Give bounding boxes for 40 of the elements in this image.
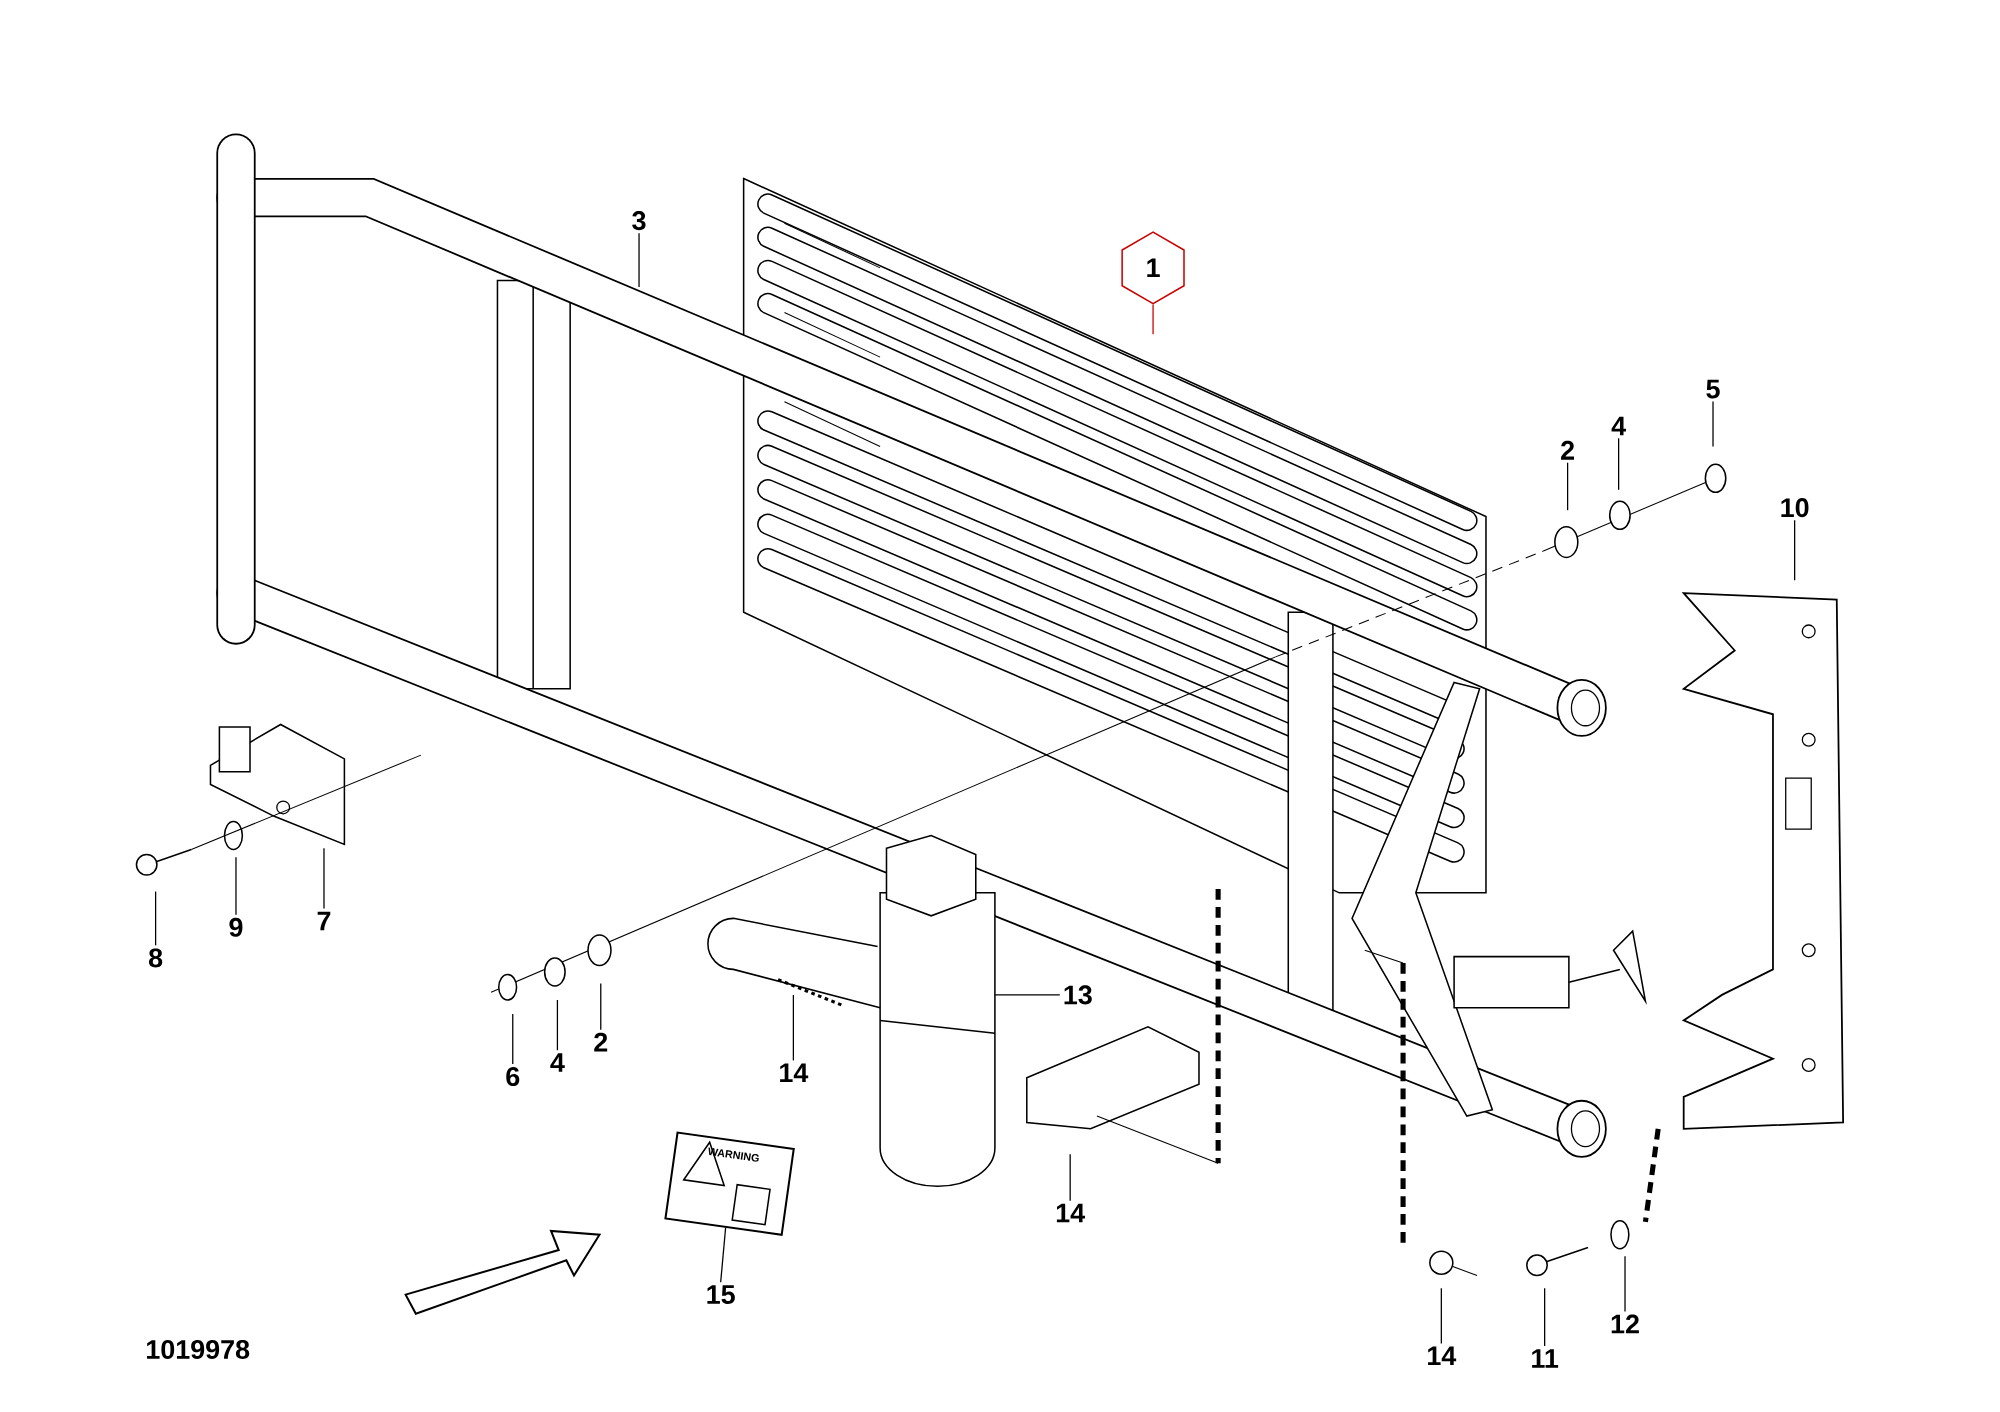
leader-line	[1794, 519, 1796, 581]
leader-line	[600, 982, 602, 1031]
warning-decal: WARNING	[664, 1131, 795, 1236]
leader-line	[323, 847, 325, 910]
callout-number: 4	[1608, 414, 1629, 438]
leader-line	[1566, 462, 1569, 511]
callout-number: 6	[502, 1064, 523, 1089]
callout-number: 8	[145, 945, 166, 971]
leader-line	[155, 890, 157, 946]
leader-line	[994, 994, 1061, 996]
leader-line	[1544, 1287, 1546, 1347]
leader-line	[556, 999, 559, 1051]
callout-number: 2	[1557, 438, 1578, 463]
callout-number: 15	[703, 1282, 739, 1307]
callout-number: 5	[1702, 376, 1724, 402]
leader-line	[638, 232, 640, 288]
leader-line	[1440, 1287, 1442, 1345]
leader-line	[1624, 1255, 1626, 1313]
drawing-number: 1019978	[147, 1340, 250, 1359]
callout-number: 9	[225, 915, 247, 940]
leader-line	[792, 994, 794, 1062]
callout-number: 14	[1052, 1201, 1088, 1225]
leader-line	[235, 856, 237, 916]
leader-line	[1069, 1153, 1071, 1202]
callout-number: 12	[1607, 1311, 1643, 1337]
callout-number: 11	[1527, 1346, 1562, 1371]
leader-line	[512, 1013, 514, 1065]
callout-number: 2	[590, 1030, 611, 1055]
leader-line	[720, 1227, 727, 1283]
callout-number: 10	[1777, 495, 1813, 520]
leader-line	[1712, 400, 1714, 448]
callout-number: 13	[1060, 982, 1096, 1008]
callout-hexagon: 1	[1121, 231, 1185, 305]
callout-number: 3	[628, 208, 650, 233]
callout-number: 4	[547, 1050, 568, 1075]
leader-line	[1618, 437, 1620, 491]
leader-line	[1152, 303, 1154, 335]
callout-number: 14	[775, 1060, 812, 1085]
callout-number: 14	[1423, 1343, 1459, 1368]
callout-number: 7	[313, 909, 335, 933]
